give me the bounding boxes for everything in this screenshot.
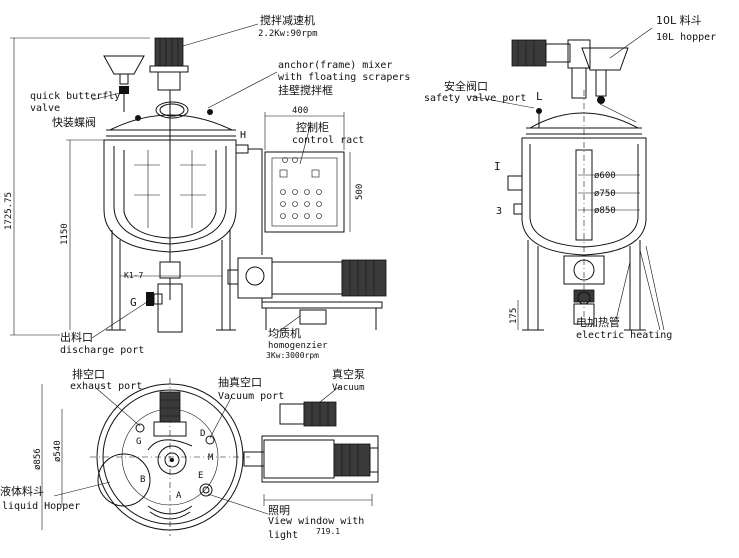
heat-en: electric heating xyxy=(576,330,672,341)
safety-en: safety valve port xyxy=(424,93,526,104)
vacuum-pump-en: Vacuum xyxy=(332,383,365,393)
motor-zh: 搅拌减速机 xyxy=(260,13,315,27)
dia-750: ø750 xyxy=(594,189,616,199)
valve-zh: 快装蝶阀 xyxy=(52,115,96,129)
hopper-front xyxy=(103,55,145,75)
mark-a: A xyxy=(176,491,182,501)
dim-height: 1150 xyxy=(60,223,70,245)
valve-en-1: quick butterfly xyxy=(30,91,120,102)
light-en-2: light xyxy=(268,530,298,541)
exhaust-zh: 排空口 xyxy=(72,367,105,381)
mixer-en-1: anchor(frame) mixer xyxy=(278,60,392,71)
front-view: 1725.75 1150 xyxy=(4,13,410,360)
side-hopper xyxy=(581,47,629,71)
homog-spec: 3Kw:3000rpm xyxy=(266,351,319,360)
homogenizer-motor xyxy=(341,259,387,297)
hopper-en: 10L hopper xyxy=(656,32,716,43)
dim-175: 175 xyxy=(509,308,519,324)
mark-b: B xyxy=(140,475,145,485)
mark-g: G xyxy=(136,437,141,447)
side-vessel xyxy=(521,137,647,256)
dia-600: ø600 xyxy=(594,171,616,181)
heat-zh: 电加热管 xyxy=(576,315,620,329)
side-view: L ø600 ø750 ø850 I 3 175 xyxy=(424,13,716,341)
liquid-zh: 液体料斗 xyxy=(0,484,44,498)
mark-e: E xyxy=(198,471,203,481)
exhaust-en: exhaust port xyxy=(70,381,142,392)
label-l: L xyxy=(536,90,543,103)
mixer-motor xyxy=(154,37,184,67)
control-zh: 控制柜 xyxy=(296,120,329,134)
label-k: K1-7 xyxy=(124,271,143,280)
hopper-zh: 10L 料斗 xyxy=(656,13,702,27)
top-view: G D M B E A ø856 ø540 719.1 xyxy=(0,367,379,541)
homog-en: homogenzier xyxy=(268,341,328,351)
label-3: 3 xyxy=(496,206,502,217)
mixer-en-2: with floating scrapers xyxy=(278,72,410,83)
homogenizer xyxy=(237,257,273,299)
dim-540: ø540 xyxy=(53,440,63,462)
motor-spec: 2.2Kw:90rpm xyxy=(258,29,318,39)
side-mixer-motor xyxy=(511,39,547,67)
dim-856: ø856 xyxy=(33,448,43,470)
light-zh: 照明 xyxy=(268,504,290,517)
label-g: G xyxy=(130,296,137,309)
safety-zh: 安全阀口 xyxy=(444,79,488,93)
liquid-hopper-circle xyxy=(97,453,151,507)
control-cabinet xyxy=(264,151,345,233)
dim-total-height: 1725.75 xyxy=(4,192,14,230)
discharge-zh: 出料口 xyxy=(60,330,93,344)
dim-719: 719.1 xyxy=(316,527,340,536)
homog-zh: 均质机 xyxy=(268,326,301,340)
control-en: control ract xyxy=(292,135,364,146)
top-motor xyxy=(159,391,181,423)
liquid-en: liquid Hopper xyxy=(2,501,80,512)
mark-m: M xyxy=(208,453,214,463)
label-h: H xyxy=(240,130,246,141)
butterfly-valve xyxy=(119,86,129,94)
vacuum-port-zh: 抽真空口 xyxy=(218,375,262,389)
light-en-1: View window with xyxy=(268,516,364,527)
top-homogenizer xyxy=(243,451,265,467)
vacuum-port-en: Vacuum port xyxy=(218,391,284,402)
dim-width: 400 xyxy=(292,106,308,116)
mark-d: D xyxy=(200,429,205,439)
vacuum-pump xyxy=(279,403,305,425)
mixer-zh: 挂壁搅拌框 xyxy=(278,83,333,97)
dim-cabinet: 500 xyxy=(355,184,365,200)
vacuum-pump-zh: 真空泵 xyxy=(332,367,365,381)
dia-850: ø850 xyxy=(594,206,616,216)
label-i: I xyxy=(494,160,501,173)
valve-en-2: valve xyxy=(30,103,60,114)
discharge-en: discharge port xyxy=(60,345,144,356)
anchor-mixer xyxy=(123,150,217,239)
